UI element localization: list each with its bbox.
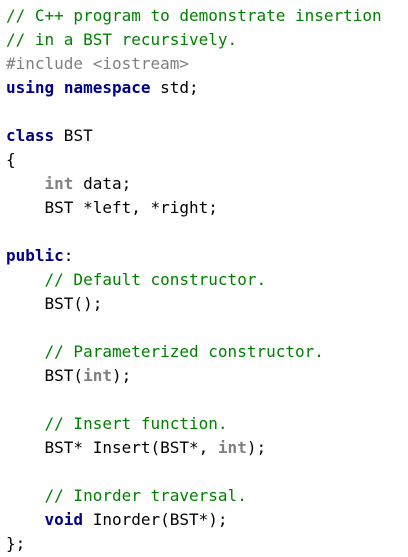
- code-token: );: [246, 438, 267, 457]
- code-line: class BST: [6, 124, 406, 148]
- code-token: std;: [150, 78, 199, 97]
- code-token: BST *left, *right;: [6, 198, 218, 217]
- comment-token: // Inorder traversal.: [44, 486, 247, 505]
- code-line: [6, 460, 406, 484]
- code-token: BST: [54, 126, 93, 145]
- code-token: {: [6, 150, 16, 169]
- comment-token: // C++ program to demonstrate insertion: [6, 6, 382, 25]
- code-token: Inorder(BST*);: [83, 510, 228, 529]
- type-keyword-token: int: [217, 438, 247, 457]
- code-line: // in a BST recursively.: [6, 28, 406, 52]
- access-specifier-token: public: [6, 246, 64, 265]
- code-line: BST *left, *right;: [6, 196, 406, 220]
- code-line: BST* Insert(BST*, int);: [6, 436, 406, 460]
- code-token: );: [111, 366, 132, 385]
- code-token: };: [6, 534, 26, 553]
- code-line: [6, 388, 406, 412]
- preprocessor-token: #include <iostream>: [6, 54, 190, 73]
- code-line: using namespace std;: [6, 76, 406, 100]
- code-line: public:: [6, 244, 406, 268]
- code-line: BST(int);: [6, 364, 406, 388]
- code-line: [6, 316, 406, 340]
- comment-token: // Default constructor.: [44, 270, 267, 289]
- keyword-token: using: [6, 78, 55, 97]
- code-line: // Insert function.: [6, 412, 406, 436]
- code-token: [6, 486, 45, 505]
- code-token: data;: [73, 174, 132, 193]
- code-line: {: [6, 148, 406, 172]
- code-token: [6, 510, 45, 529]
- code-line: [6, 220, 406, 244]
- code-line: #include <iostream>: [6, 52, 406, 76]
- code-line: BST();: [6, 292, 406, 316]
- code-token: [6, 342, 45, 361]
- comment-token: // in a BST recursively.: [6, 30, 238, 49]
- code-line: int data;: [6, 172, 406, 196]
- code-line: // Inorder traversal.: [6, 484, 406, 508]
- comment-token: // Parameterized constructor.: [44, 342, 324, 361]
- code-token: BST(: [6, 366, 84, 385]
- code-line: // Default constructor.: [6, 268, 406, 292]
- code-line: // C++ program to demonstrate insertion: [6, 4, 406, 28]
- type-keyword-token: int: [44, 174, 74, 193]
- code-token: BST();: [6, 294, 103, 313]
- code-token: BST* Insert(BST*,: [6, 438, 218, 457]
- code-line: // Parameterized constructor.: [6, 340, 406, 364]
- keyword-token: void: [44, 510, 84, 529]
- keyword-token: namespace: [63, 78, 151, 97]
- keyword-token: class: [6, 126, 55, 145]
- code-line: };: [6, 532, 406, 556]
- code-line: [6, 100, 406, 124]
- code-line: void Inorder(BST*);: [6, 508, 406, 532]
- code-token: [6, 414, 45, 433]
- code-token: [6, 174, 45, 193]
- type-keyword-token: int: [83, 366, 112, 385]
- comment-token: // Insert function.: [44, 414, 228, 433]
- code-snippet: // C++ program to demonstrate insertion /…: [6, 4, 406, 556]
- code-token: :: [63, 246, 74, 265]
- code-token: [6, 270, 45, 289]
- code-token: [54, 78, 64, 97]
